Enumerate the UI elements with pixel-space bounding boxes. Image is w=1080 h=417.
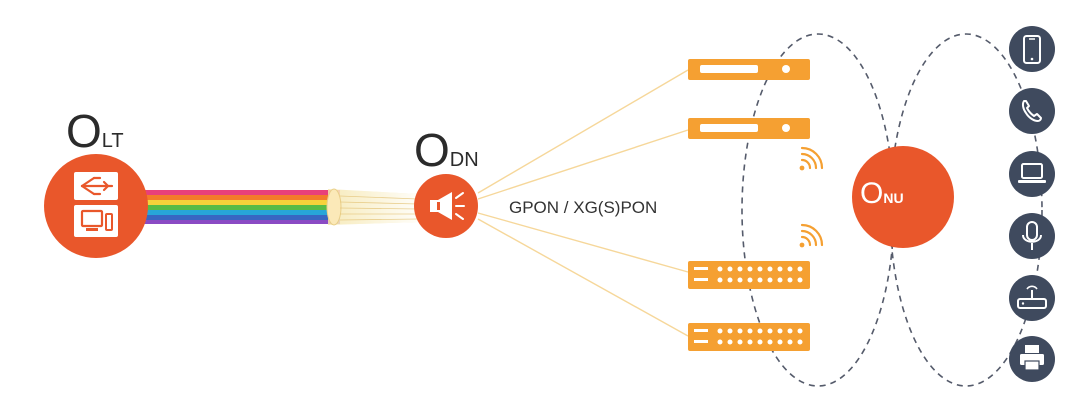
smartphone-icon <box>1009 26 1055 72</box>
phone-icon <box>1009 88 1055 134</box>
ont-router-2 <box>688 118 810 139</box>
odn-label-cap: O <box>414 124 450 176</box>
splitter-icon <box>74 172 118 200</box>
fiber-cable <box>140 188 419 226</box>
end-devices <box>1009 26 1055 382</box>
odn-label-sub: DN <box>449 149 479 171</box>
onu-node <box>852 146 954 248</box>
olt-label-cap: O <box>66 105 102 157</box>
odn-node <box>414 174 478 238</box>
splitter-horn-icon <box>430 192 465 220</box>
ont-router-1 <box>688 59 810 80</box>
switch-2 <box>688 323 810 351</box>
olt-node <box>44 154 148 258</box>
olt-label-sub: LT <box>101 130 124 152</box>
onu-label: ONU <box>860 179 904 209</box>
wifi-icon <box>799 146 824 171</box>
onu-label-cap: O <box>860 177 884 210</box>
odn-label: ODN <box>414 127 479 173</box>
fiber-fanout-lines <box>477 69 689 337</box>
printer-icon <box>1009 336 1055 382</box>
terminal-icon <box>74 205 118 237</box>
wifi-icon <box>799 223 824 248</box>
olt-label: OLT <box>66 108 124 154</box>
laptop-icon <box>1009 151 1055 197</box>
onu-label-sub: NU <box>883 190 904 206</box>
protocol-label: GPON / XG(S)PON <box>509 198 658 217</box>
router-icon <box>1009 275 1055 321</box>
switch-1 <box>688 261 810 289</box>
microphone-icon <box>1009 213 1055 259</box>
